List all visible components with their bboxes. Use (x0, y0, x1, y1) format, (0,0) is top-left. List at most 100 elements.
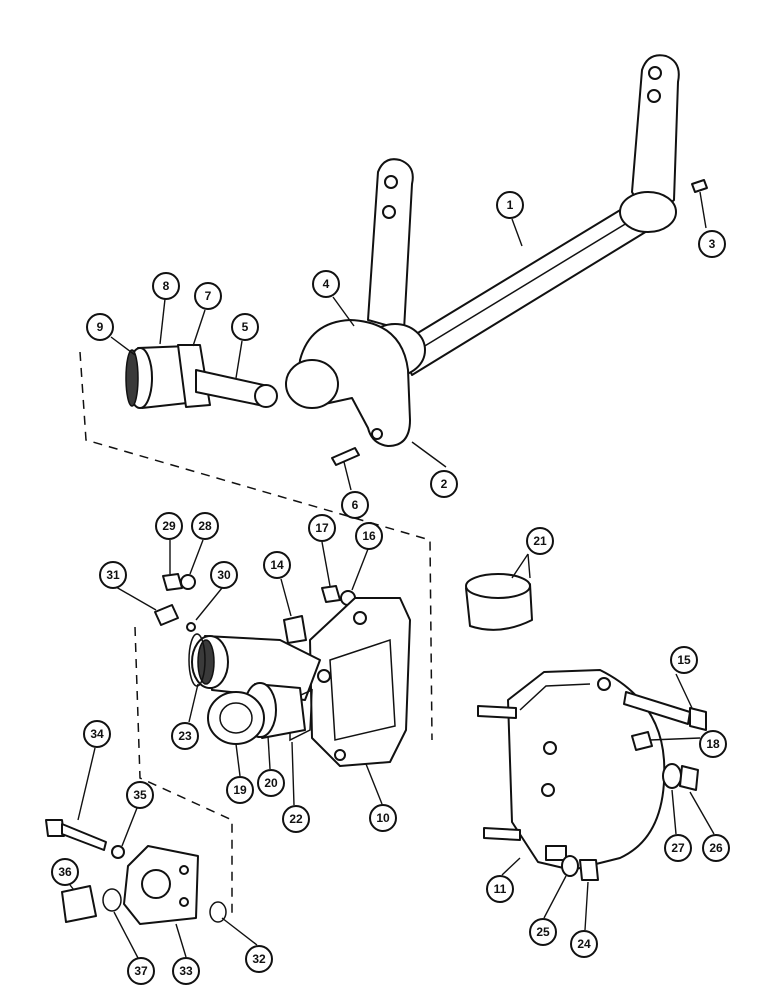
callout-17: 17 (308, 514, 336, 542)
svg-text:25: 25 (536, 925, 550, 939)
part-long-bolt (623, 691, 707, 731)
part-cylinder-barrel (191, 635, 321, 701)
callouts: 1 2 3 4 5 6 7 8 9 10 11 14 15 16 17 18 1… (51, 191, 730, 985)
svg-text:20: 20 (264, 776, 278, 790)
leader-lines (69, 191, 715, 959)
callout-20: 20 (257, 769, 285, 797)
part-bleed-screw (154, 604, 179, 626)
callout-10: 10 (369, 804, 397, 832)
callout-29: 29 (155, 512, 183, 540)
svg-text:7: 7 (205, 289, 212, 303)
part-o-ring-32 (209, 901, 227, 923)
svg-text:30: 30 (217, 568, 231, 582)
callout-33: 33 (172, 957, 200, 985)
part-washer-25 (561, 855, 579, 877)
part-crank-arm (285, 319, 411, 447)
callout-23: 23 (171, 722, 199, 750)
callout-28: 28 (191, 512, 219, 540)
callout-31: 31 (99, 561, 127, 589)
svg-text:6: 6 (352, 498, 359, 512)
svg-text:36: 36 (58, 865, 72, 879)
callout-34: 34 (83, 720, 111, 748)
svg-text:23: 23 (178, 729, 192, 743)
callout-3: 3 (698, 230, 726, 258)
svg-text:14: 14 (270, 558, 284, 572)
svg-text:24: 24 (577, 937, 591, 951)
svg-text:29: 29 (162, 519, 176, 533)
callout-16: 16 (355, 522, 383, 550)
svg-text:21: 21 (533, 534, 547, 548)
svg-text:3: 3 (709, 237, 716, 251)
callout-22: 22 (282, 805, 310, 833)
part-washer-35 (111, 845, 125, 859)
part-ball (186, 622, 196, 632)
svg-text:34: 34 (90, 727, 104, 741)
alignment-line-upper (79, 351, 433, 741)
part-washer-28 (180, 574, 196, 590)
callout-36: 36 (51, 858, 79, 886)
part-nut-17 (321, 585, 341, 603)
svg-text:4: 4 (323, 277, 330, 291)
part-piston-rod (195, 369, 278, 408)
svg-text:8: 8 (163, 279, 170, 293)
callout-21: 21 (526, 527, 554, 555)
part-cover (477, 669, 666, 871)
callout-25: 25 (529, 918, 557, 946)
svg-text:17: 17 (315, 521, 329, 535)
callout-8: 8 (152, 272, 180, 300)
part-bolt-26 (679, 765, 699, 791)
svg-text:10: 10 (376, 811, 390, 825)
part-bushing (465, 573, 533, 631)
callout-11: 11 (486, 875, 514, 903)
svg-text:2: 2 (441, 477, 448, 491)
svg-text:32: 32 (252, 952, 266, 966)
part-dowel (283, 615, 307, 644)
callout-19: 19 (226, 776, 254, 804)
svg-text:37: 37 (134, 964, 148, 978)
callout-6: 6 (341, 491, 369, 519)
part-bolt-34 (45, 819, 107, 851)
callout-9: 9 (86, 313, 114, 341)
svg-text:9: 9 (97, 320, 104, 334)
part-plug (207, 691, 265, 745)
svg-text:19: 19 (233, 783, 247, 797)
part-fitting (631, 731, 653, 751)
svg-text:35: 35 (133, 788, 147, 802)
svg-text:15: 15 (677, 653, 691, 667)
callout-1: 1 (496, 191, 524, 219)
callout-5: 5 (231, 313, 259, 341)
svg-text:27: 27 (671, 841, 685, 855)
callout-24: 24 (570, 930, 598, 958)
svg-text:18: 18 (706, 737, 720, 751)
part-pin-small (691, 179, 708, 193)
callout-14: 14 (263, 551, 291, 579)
svg-text:16: 16 (362, 529, 376, 543)
part-washer-27 (662, 763, 682, 789)
callout-37: 37 (127, 957, 155, 985)
part-housing (309, 597, 411, 767)
callout-30: 30 (210, 561, 238, 589)
callout-18: 18 (699, 730, 727, 758)
part-rockshaft (364, 54, 680, 377)
callout-2: 2 (430, 470, 458, 498)
svg-text:26: 26 (709, 841, 723, 855)
part-fitting-block (123, 845, 199, 925)
svg-text:22: 22 (289, 812, 303, 826)
callout-27: 27 (664, 834, 692, 862)
part-nut-29 (162, 573, 183, 591)
svg-text:33: 33 (179, 964, 193, 978)
part-roll-pin (331, 447, 360, 466)
svg-text:11: 11 (494, 882, 507, 896)
svg-text:5: 5 (242, 320, 249, 334)
callout-26: 26 (702, 834, 730, 862)
callout-35: 35 (126, 781, 154, 809)
callout-7: 7 (194, 282, 222, 310)
svg-text:31: 31 (106, 568, 120, 582)
part-plug-36 (61, 885, 97, 923)
svg-text:1: 1 (507, 198, 514, 212)
callout-32: 32 (245, 945, 273, 973)
part-screw-24 (579, 859, 599, 881)
callout-15: 15 (670, 646, 698, 674)
callout-4: 4 (312, 270, 340, 298)
